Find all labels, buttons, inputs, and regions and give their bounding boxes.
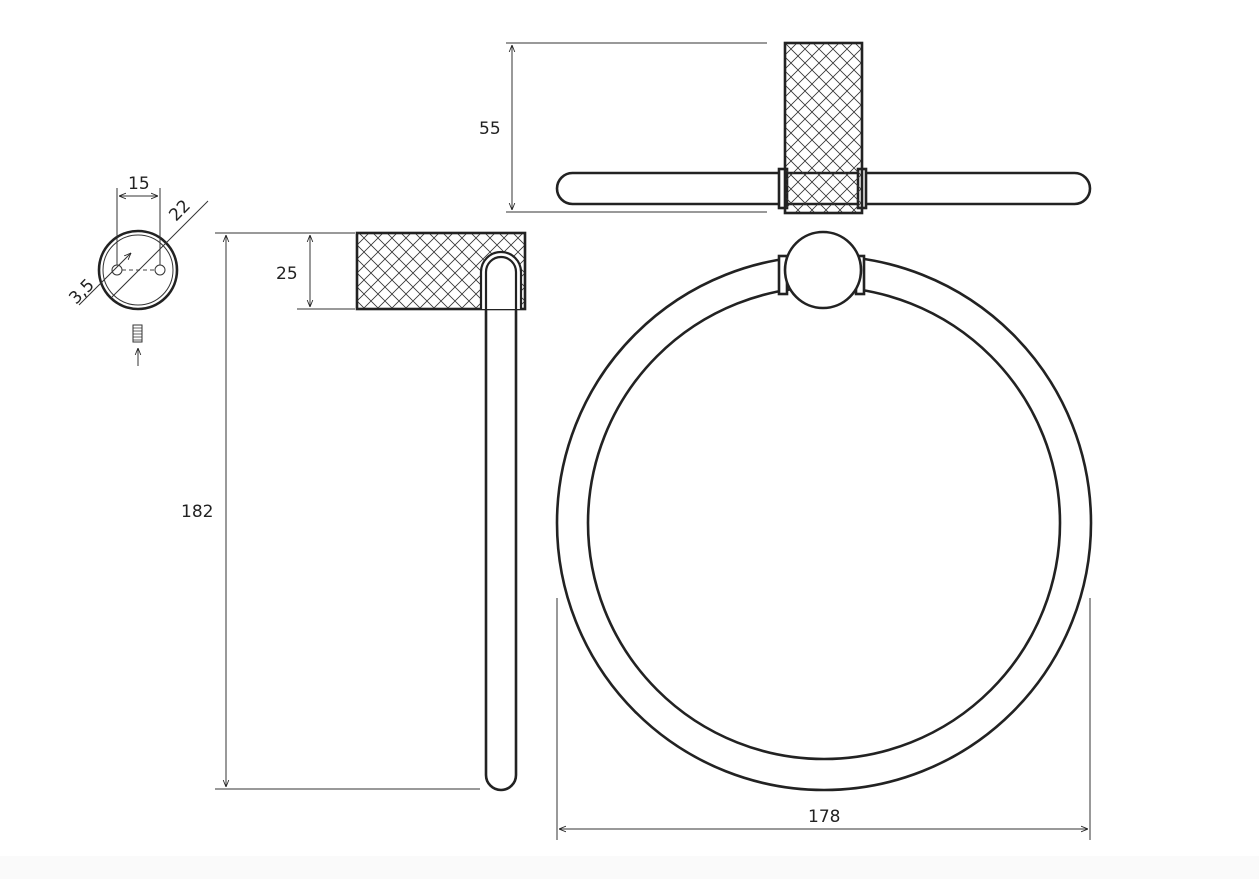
- base-outer-circle: [97, 229, 179, 311]
- ring-mount-disc: [783, 230, 863, 310]
- top-view: 55: [479, 41, 1092, 215]
- screw-hole-right: [154, 264, 166, 276]
- screw-icon: [132, 324, 143, 343]
- ring-outer: [555, 254, 1093, 792]
- base-detail: 15 22 3,5: [65, 174, 209, 366]
- side-view-bar: [484, 253, 518, 792]
- dimension-screw-hole: 3,5: [65, 275, 98, 308]
- ring-inner: [586, 285, 1062, 761]
- dimension-block-height: 25: [276, 264, 298, 284]
- dimension-base-outer: 22: [165, 196, 194, 225]
- top-view-knurled-block: [783, 41, 864, 215]
- side-view: 25 182: [181, 231, 527, 792]
- dimension-total-height: 182: [181, 502, 213, 522]
- front-view: 178: [555, 230, 1093, 840]
- dimension-mount-height: 55: [479, 119, 501, 139]
- base-inner-circle: [102, 234, 174, 306]
- dimension-base-diameter: 15: [128, 174, 150, 194]
- dimension-ring-width: 178: [808, 807, 840, 827]
- bottom-strip: [0, 856, 1259, 879]
